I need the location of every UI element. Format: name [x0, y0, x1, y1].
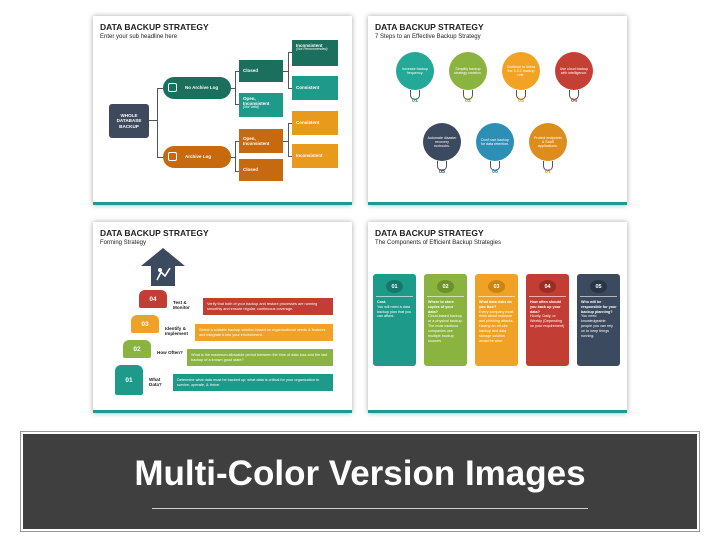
card-heading: How often should you back up your data? [530, 300, 561, 314]
step-label: What Data? [149, 377, 162, 388]
node-consistent-bottom: Consistent [292, 111, 338, 135]
branch-label: No Archive Log [185, 85, 219, 91]
archive-icon [168, 83, 177, 92]
banner-frame: Multi-Color Version Images [20, 431, 700, 532]
card-heading: Where to store copies of your data? [428, 300, 454, 314]
bulb-number: 07 [544, 169, 552, 175]
bulb-number: 01 [411, 98, 419, 104]
card-number: 02 [437, 280, 454, 293]
slide-thumbnail-seven-steps[interactable]: DATA BACKUP STRATEGY 7 Steps to an Effec… [368, 16, 627, 205]
bulb-step-07: Protect endpoints & SaaS applications. [529, 123, 567, 161]
slide-title: DATA BACKUP STRATEGY [100, 22, 209, 32]
node-inconsistent-bottom: Inconsistent [292, 144, 338, 168]
banner: Multi-Color Version Images [23, 434, 697, 529]
slide-accent-bar [93, 202, 352, 205]
bulb-step-01: Increase backup frequency. [396, 52, 434, 90]
node-label: Inconsistent [296, 43, 323, 48]
step-description: What is the maximum allowable period bet… [187, 349, 333, 366]
component-card-04: 04 How often should you back up your dat… [526, 274, 569, 366]
step-number-03: 03 [131, 315, 159, 333]
card-body: You need knowledgeable people you can re… [581, 314, 613, 338]
step-description: Determine what data must be backed up; w… [173, 374, 333, 391]
bulb-step-06: Don't use backup for data retention. [476, 123, 514, 161]
card-number: 04 [539, 280, 556, 293]
card-number: 01 [386, 280, 403, 293]
slide-accent-bar [368, 202, 627, 205]
step-description: Select a suitable backup solution based … [195, 324, 333, 341]
step-label: Identify & Implement [165, 326, 188, 337]
slide-thumbnail-forming-strategy[interactable]: DATA BACKUP STRATEGY Forming Strategy 04… [93, 222, 352, 413]
component-card-05: 05 Who will be responsible for your back… [577, 274, 620, 366]
bulb-number: 04 [570, 98, 578, 104]
step-number-02: 02 [123, 340, 151, 358]
component-card-02: 02 Where to store copies of your data?Cl… [424, 274, 467, 366]
slide-subtitle: Enter your sub headline here [100, 34, 178, 40]
slide-title: DATA BACKUP STRATEGY [100, 228, 209, 238]
slide-subtitle: Forming Strategy [100, 240, 147, 246]
step-number-01: 01 [115, 365, 143, 395]
banner-title: Multi-Color Version Images [134, 454, 586, 493]
node-inconsistent-top: Inconsistent (Not Recommended) [292, 40, 338, 66]
card-body: Every company must think about malware a… [479, 309, 514, 343]
bulb-step-04: Use cloud backup with intelligence. [555, 52, 593, 90]
node-closed-top: Closed [239, 60, 283, 82]
node-open-inconsistent-bottom: Open, Inconsistent [239, 129, 283, 153]
node-consistent-top: Consistent [292, 76, 338, 100]
node-label: Open, Inconsistent [243, 96, 270, 107]
bulb-step-03: Continue to follow the 3-2-1 backup rule… [502, 52, 540, 90]
bulb-step-05: Automate disaster recovery runbooks. [423, 123, 461, 161]
bulb-number: 06 [491, 169, 499, 175]
branch-archive-log: Archive Log [163, 146, 231, 168]
node-note: (Not Valid) [243, 105, 259, 110]
card-body: Cloud-based backup or a physical backup.… [428, 314, 463, 343]
slide-thumbnail-components[interactable]: DATA BACKUP STRATEGY The Components of E… [368, 222, 627, 413]
root-node: WHOLE DATABASE BACKUP [109, 104, 149, 138]
card-heading: Cost. [377, 300, 387, 304]
branch-label: Archive Log [185, 154, 212, 160]
slide-title: DATA BACKUP STRATEGY [375, 228, 484, 238]
slide-thumbnail-backup-tree[interactable]: DATA BACKUP STRATEGY Enter your sub head… [93, 16, 352, 205]
node-note: (Not Recommended) [296, 47, 328, 52]
growth-arrow-icon [141, 248, 185, 286]
step-label: How Often? [157, 350, 183, 355]
slide-accent-bar [93, 410, 352, 413]
slide-accent-bar [368, 410, 627, 413]
slide-subtitle: 7 Steps to an Effective Backup Strategy [375, 34, 481, 40]
card-heading: What data risks do you face? [479, 300, 512, 309]
bulb-number: 03 [517, 98, 525, 104]
bulb-number: 05 [438, 169, 446, 175]
component-card-03: 03 What data risks do you face?Every com… [475, 274, 518, 366]
card-number: 03 [488, 280, 505, 293]
slide-subtitle: The Components of Efficient Backup Strat… [375, 240, 501, 246]
branch-no-archive-log: No Archive Log [163, 77, 231, 99]
banner-divider [152, 508, 588, 509]
step-description: Verify that both of your backup and rest… [203, 298, 333, 315]
bulb-step-02: Simplify backup strategy creation. [449, 52, 487, 90]
slide-title: DATA BACKUP STRATEGY [375, 22, 484, 32]
node-open-inconsistent-top: Open, Inconsistent (Not Valid) [239, 93, 283, 117]
component-card-01: 01 Cost.You will need a data backup plan… [373, 274, 416, 366]
card-heading: Who will be responsible for your backup … [581, 300, 617, 314]
step-label: Test & Monitor [173, 300, 190, 311]
card-body: You will need a data backup plan that yo… [377, 304, 412, 319]
card-number: 05 [590, 280, 607, 293]
node-closed-bottom: Closed [239, 159, 283, 181]
archive-icon [168, 152, 177, 161]
card-body: Hourly, Daily, or Weekly (Depending on y… [530, 314, 565, 329]
step-number-04: 04 [139, 290, 167, 308]
bulb-number: 02 [464, 98, 472, 104]
